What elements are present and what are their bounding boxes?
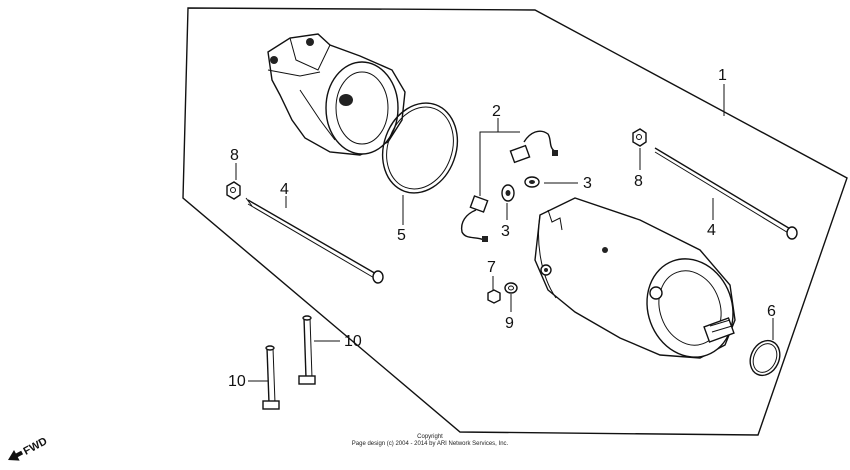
fwd-label: FWD xyxy=(22,435,50,457)
callout-5: 5 xyxy=(397,227,406,244)
terminal-nut[interactable] xyxy=(487,289,501,304)
leader-lines xyxy=(235,84,774,382)
starter-motor-body[interactable] xyxy=(534,197,747,369)
callout-9: 9 xyxy=(505,315,514,332)
callout-3-upper: 3 xyxy=(583,175,592,192)
terminal-washer[interactable] xyxy=(504,282,518,294)
callout-4-right: 4 xyxy=(707,222,716,239)
callout-10-left: 10 xyxy=(228,373,246,390)
brush-set[interactable] xyxy=(460,130,558,242)
callout-7: 7 xyxy=(487,259,496,276)
nut-left[interactable] xyxy=(226,181,241,200)
front-cover[interactable] xyxy=(267,33,406,156)
callout-8-right: 8 xyxy=(634,173,643,190)
copyright-line-1: Copyright xyxy=(417,434,443,440)
mounting-bolt-right[interactable] xyxy=(298,315,316,385)
callout-6: 6 xyxy=(767,303,776,320)
mounting-bolt-left[interactable] xyxy=(262,345,280,410)
o-ring-large[interactable] xyxy=(370,92,469,203)
fwd-indicator: FWD xyxy=(8,435,50,461)
callout-8-left: 8 xyxy=(230,147,239,164)
through-bolt-right[interactable] xyxy=(654,147,798,240)
nut-right[interactable] xyxy=(632,128,647,147)
callout-2: 2 xyxy=(492,103,501,120)
callout-3-lower: 3 xyxy=(501,223,510,240)
copyright-line-2: Page design (c) 2004 - 2014 by ARI Netwo… xyxy=(351,441,509,447)
fwd-arrow-icon xyxy=(8,450,24,461)
insulator-upper[interactable] xyxy=(524,176,540,188)
callout-1: 1 xyxy=(718,67,727,84)
through-bolt-left[interactable] xyxy=(245,197,384,284)
assembly-boundary xyxy=(182,7,848,436)
o-ring-small[interactable] xyxy=(745,336,786,380)
callout-10-right: 10 xyxy=(344,333,362,350)
callout-4-left: 4 xyxy=(280,181,289,198)
insulator-lower[interactable] xyxy=(501,184,515,202)
